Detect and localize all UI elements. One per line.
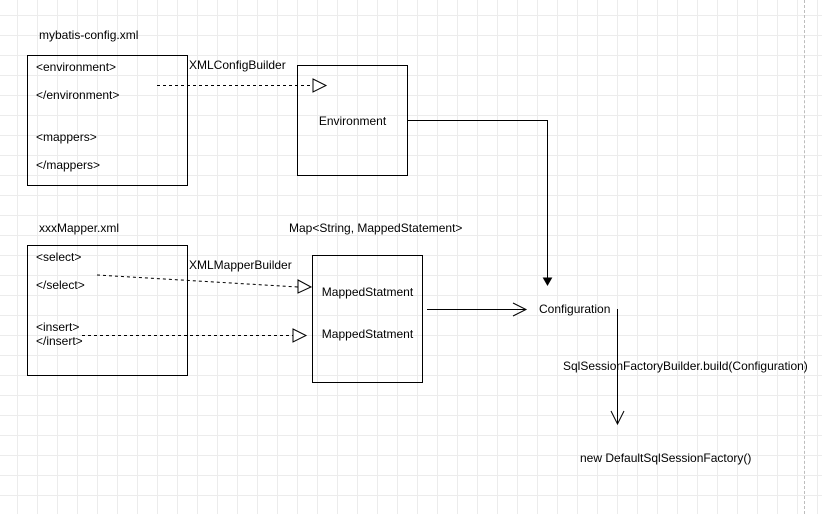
mapper-file-title: xxxMapper.xml <box>39 221 120 235</box>
mappers-close-tag: </mappers> <box>36 158 101 172</box>
mappers-open-tag: <mappers> <box>36 130 97 144</box>
default-factory-label[interactable]: new DefaultSqlSessionFactory() <box>580 451 752 465</box>
mapped-map-caption: Map<String, MappedStatement> <box>289 221 463 235</box>
mapper-file-box[interactable]: <select> </select> <insert> </insert> <box>27 245 188 376</box>
config-file-box[interactable]: <environment> </environment> <mappers> <… <box>27 55 188 186</box>
environment-to-configuration-connector <box>408 120 548 278</box>
mapped-statement-box[interactable]: MappedStatment MappedStatment <box>312 255 423 383</box>
configuration-label[interactable]: Configuration <box>539 302 611 316</box>
open-arrowhead <box>512 302 528 317</box>
config-builder-label: XMLConfigBuilder <box>189 58 286 72</box>
environment-box[interactable]: Environment <box>297 65 408 176</box>
page-boundary <box>804 0 805 514</box>
select-connector <box>96 274 299 288</box>
open-triangle-arrowhead <box>292 328 308 343</box>
environment-open-tag: <environment> <box>36 60 117 74</box>
insert-close-tag: </insert> <box>36 334 83 348</box>
mapped-statement-item: MappedStatment <box>321 327 414 341</box>
open-arrowhead <box>610 410 625 426</box>
mapped-statement-item: MappedStatment <box>321 285 414 299</box>
insert-open-tag: <insert> <box>36 320 80 334</box>
config-file-title: mybatis-config.xml <box>39 28 139 42</box>
open-triangle-arrowhead <box>312 78 328 93</box>
environment-label: Environment <box>318 114 387 128</box>
environment-close-tag: </environment> <box>36 88 120 102</box>
mapper-builder-label: XMLMapperBuilder <box>189 258 292 272</box>
filled-arrowhead <box>542 277 553 287</box>
open-triangle-arrowhead <box>297 279 313 294</box>
select-open-tag: <select> <box>36 250 82 264</box>
select-close-tag: </select> <box>36 278 85 292</box>
factory-builder-label: SqlSessionFactoryBuilder.build(Configura… <box>563 359 808 373</box>
